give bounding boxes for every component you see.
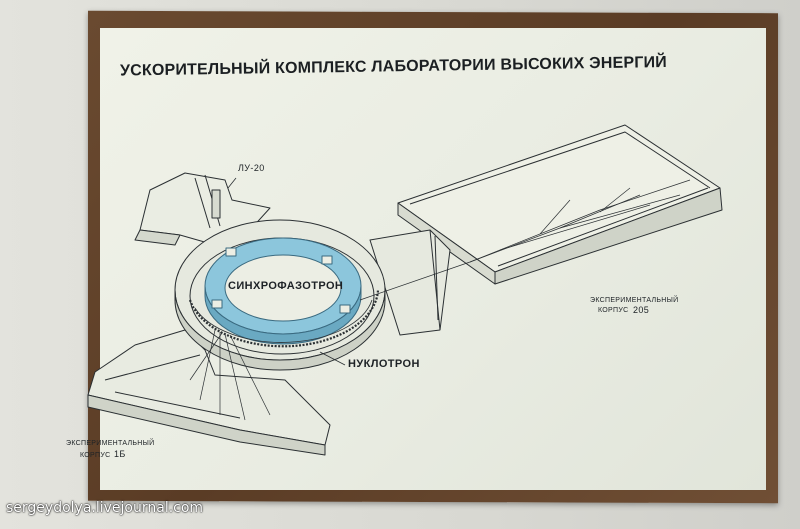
watermark-text: sergeydolya.livejournal.com [6, 500, 204, 516]
label-hall205-number: 205 [633, 305, 650, 315]
experimental-hall-205 [397, 124, 723, 285]
beam-lines-1b [189, 329, 271, 421]
beam-lines-205 [359, 179, 691, 301]
label-hall1b-number: 1Б [114, 449, 126, 459]
label-nuclotron: НУКЛОТРОН [348, 358, 420, 370]
label-hall1b-line2: КОРПУС [80, 452, 111, 459]
experimental-hall-1b [87, 329, 331, 456]
label-synchrophasotron: СИНХРОФАЗОТРОН [228, 280, 344, 292]
label-hall205-line1: ЭКСПЕРИМЕНТАЛЬНЫЙ [590, 297, 679, 304]
label-lu20: ЛУ-20 [238, 163, 265, 173]
label-hall205-line2: КОРПУС [598, 307, 629, 314]
label-hall1b-line1: ЭКСПЕРИМЕНТАЛЬНЫЙ [66, 440, 155, 447]
nuclotron-tunnel [188, 289, 380, 348]
synchrophasotron-ring [204, 237, 362, 345]
